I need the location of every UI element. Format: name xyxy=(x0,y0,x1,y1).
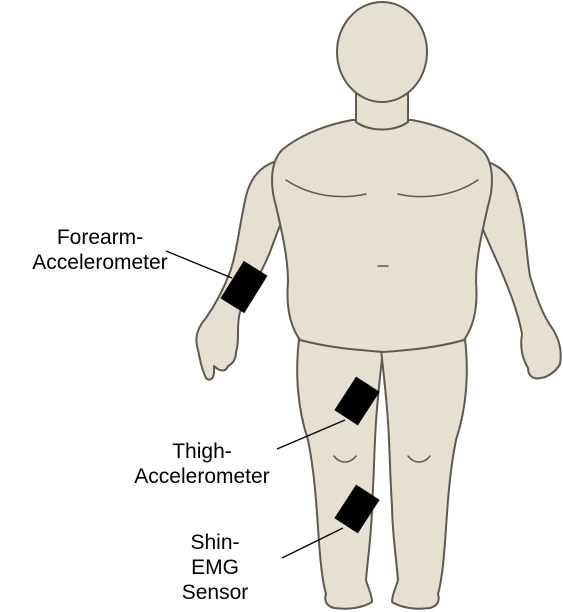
forearm-label-line2: Accelerometer xyxy=(10,250,190,275)
shin-label-line3: Sensor xyxy=(160,580,270,605)
thigh-label-line1: Thigh- xyxy=(122,439,282,464)
thigh-accelerometer-label: Thigh- Accelerometer xyxy=(122,439,282,489)
shin-emg-sensor-label: Shin- EMG Sensor xyxy=(160,530,270,605)
torso xyxy=(272,120,492,352)
left-leg xyxy=(297,332,384,609)
human-body-figure xyxy=(196,2,560,609)
head xyxy=(337,2,427,102)
shin-label-line1: Shin- xyxy=(160,530,270,555)
right-leg xyxy=(380,332,467,609)
shin-label-line2: EMG xyxy=(160,555,270,580)
forearm-label-line1: Forearm- xyxy=(10,225,190,250)
forearm-accelerometer-label: Forearm- Accelerometer xyxy=(10,225,190,275)
thigh-label-line2: Accelerometer xyxy=(122,464,282,489)
